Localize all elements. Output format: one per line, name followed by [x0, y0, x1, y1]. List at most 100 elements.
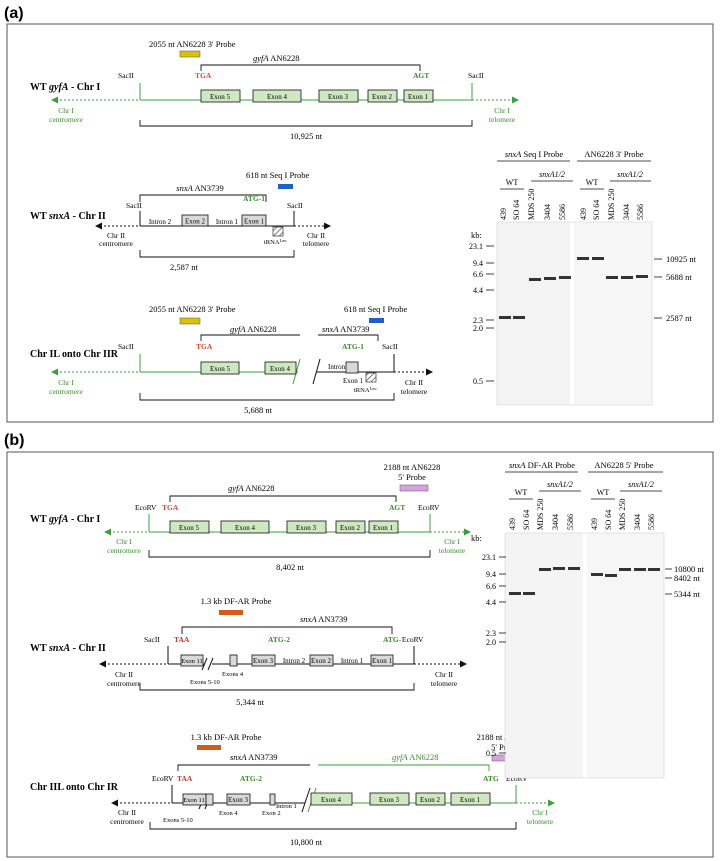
svg-text:Exons 5-10: Exons 5-10 — [190, 679, 220, 686]
svg-text:5586: 5586 — [636, 204, 645, 220]
svg-text:telomere: telomere — [303, 239, 330, 248]
a-row2-probe-bar — [278, 184, 293, 189]
svg-text:TAA: TAA — [177, 774, 193, 783]
a-southern-blot: snxA Seq I Probe AN6228 3' Probe WT snxA… — [469, 149, 697, 406]
svg-text:Intron 2: Intron 2 — [149, 218, 172, 226]
svg-text:SacII: SacII — [144, 635, 160, 644]
svg-text:snxA1/2: snxA1/2 — [617, 170, 643, 179]
svg-text:2.0: 2.0 — [486, 638, 496, 647]
b-row3-map: Chr IIL onto Chr IR 1.3 kb DF-AR Probe 2… — [30, 732, 555, 847]
svg-text:Intron 1: Intron 1 — [276, 803, 297, 810]
svg-text:Chr I: Chr I — [58, 106, 74, 115]
svg-text:Exon 3: Exon 3 — [228, 796, 249, 804]
svg-text:Exon 1: Exon 1 — [408, 93, 429, 101]
svg-text:Chr I: Chr I — [532, 808, 548, 817]
svg-text:Chr II: Chr II — [435, 670, 454, 679]
b-row2-map: WT snxA - Chr II 1.3 kb DF-AR Probe snxA… — [30, 596, 467, 707]
a-row1-probe-label: 2055 nt AN6228 3' Probe — [149, 39, 236, 49]
svg-text:Exon 11: Exon 11 — [181, 658, 203, 665]
svg-text:439: 439 — [508, 518, 517, 530]
svg-text:snxA DF-AR Probe: snxA DF-AR Probe — [509, 460, 575, 470]
svg-text:10925 nt: 10925 nt — [666, 254, 697, 264]
svg-text:centromere: centromere — [107, 546, 141, 555]
svg-text:Chr II: Chr II — [118, 808, 137, 817]
svg-text:kb:: kb: — [471, 533, 482, 543]
svg-text:TGA: TGA — [196, 342, 213, 351]
svg-text:centromere: centromere — [107, 679, 141, 688]
svg-text:ATG-2: ATG-2 — [240, 774, 262, 783]
svg-text:Intron 1: Intron 1 — [216, 218, 239, 226]
svg-text:SacII: SacII — [382, 342, 398, 351]
svg-text:AGT: AGT — [389, 503, 405, 512]
svg-text:MDS 250: MDS 250 — [527, 189, 536, 220]
svg-text:MDS 250: MDS 250 — [618, 499, 627, 530]
svg-text:23.1: 23.1 — [469, 242, 483, 251]
svg-text:Exons 4: Exons 4 — [222, 671, 244, 678]
svg-text:2587 nt: 2587 nt — [666, 313, 692, 323]
svg-text:Chr I: Chr I — [58, 378, 74, 387]
svg-text:TAA: TAA — [174, 635, 190, 644]
svg-text:3404: 3404 — [622, 204, 631, 220]
svg-text:gyfA AN6228: gyfA AN6228 — [230, 324, 277, 334]
svg-text:Intron 1: Intron 1 — [328, 363, 351, 371]
svg-text:SacII: SacII — [126, 201, 142, 210]
svg-text:5,344 nt: 5,344 nt — [236, 697, 265, 707]
svg-text:5586: 5586 — [566, 514, 575, 530]
svg-text:Exon 4: Exon 4 — [219, 810, 238, 817]
svg-text:MDS 250: MDS 250 — [536, 499, 545, 530]
svg-text:WT: WT — [586, 178, 599, 187]
svg-text:Exon 5: Exon 5 — [210, 93, 231, 101]
svg-text:snxA AN3739: snxA AN3739 — [322, 324, 369, 334]
svg-text:SO 64: SO 64 — [512, 200, 521, 220]
svg-text:Exon 2: Exon 2 — [311, 657, 332, 665]
svg-text:Exon 3: Exon 3 — [328, 93, 349, 101]
a-row3-map: Chr IL onto Chr IIR 2055 nt AN6228 3' Pr… — [30, 304, 433, 415]
svg-text:EcoRV: EcoRV — [402, 635, 424, 644]
svg-text:6.6: 6.6 — [473, 270, 483, 279]
b-southern-blot: snxA DF-AR Probe AN6228 5' Probe WT snxA… — [471, 460, 705, 779]
svg-text:Exon 3: Exon 3 — [379, 796, 400, 804]
a-row1-tga: TGA — [195, 71, 212, 80]
a-row2-probe-label: 618 nt Seq I Probe — [246, 170, 310, 180]
svg-text:2.0: 2.0 — [473, 324, 483, 333]
svg-text:Exon 1: Exon 1 — [373, 524, 394, 532]
svg-text:0.5: 0.5 — [486, 749, 496, 758]
svg-text:5344 nt: 5344 nt — [674, 589, 700, 599]
svg-text:telomere: telomere — [431, 679, 458, 688]
svg-text:Exon 1: Exon 1 — [372, 657, 393, 665]
svg-text:9.4: 9.4 — [486, 570, 496, 579]
panel-label-b: (b) — [4, 432, 24, 449]
b-row1-map: WT gyfA - Chr I 2188 nt AN6228 5' Probe … — [30, 462, 471, 572]
svg-text:439: 439 — [579, 208, 588, 220]
a-row1-sacii-right: SacII — [468, 71, 484, 80]
svg-text:Exon 2: Exon 2 — [262, 810, 281, 817]
svg-text:Exon 4: Exon 4 — [235, 524, 256, 532]
svg-text:snxA AN3739: snxA AN3739 — [300, 614, 347, 624]
svg-text:ATG: ATG — [483, 774, 499, 783]
svg-text:WT: WT — [515, 488, 528, 497]
svg-text:5688 nt: 5688 nt — [666, 272, 692, 282]
svg-text:WT gyfA - Chr I: WT gyfA - Chr I — [30, 514, 100, 525]
svg-text:Exon 3: Exon 3 — [296, 524, 317, 532]
svg-text:Exon 2: Exon 2 — [372, 93, 393, 101]
svg-text:5586: 5586 — [647, 514, 656, 530]
a-row1-gene-label: gyfA AN6228 — [253, 53, 300, 63]
a-row1-agt: AGT — [413, 71, 429, 80]
svg-text:SacII: SacII — [118, 342, 134, 351]
a-row2-label: WT snxA - Chr II — [30, 211, 106, 222]
svg-text:Exon 5: Exon 5 — [179, 524, 200, 532]
svg-text:3404: 3404 — [633, 514, 642, 530]
svg-text:centromere: centromere — [49, 387, 83, 396]
svg-text:Exon 1: Exon 1 — [244, 218, 265, 226]
svg-text:Exon 1: Exon 1 — [343, 377, 364, 385]
svg-text:gyfA AN6228: gyfA AN6228 — [228, 483, 275, 493]
svg-text:Exon 4: Exon 4 — [270, 365, 291, 373]
panel-a-frame — [6, 23, 714, 423]
svg-text:10,800 nt: 10,800 nt — [290, 837, 323, 847]
svg-text:kb:: kb: — [471, 230, 482, 240]
svg-text:Exon 11: Exon 11 — [183, 797, 205, 804]
svg-text:5' Probe: 5' Probe — [398, 472, 426, 482]
svg-text:EcoRV: EcoRV — [506, 774, 528, 783]
svg-text:SO 64: SO 64 — [592, 200, 601, 220]
